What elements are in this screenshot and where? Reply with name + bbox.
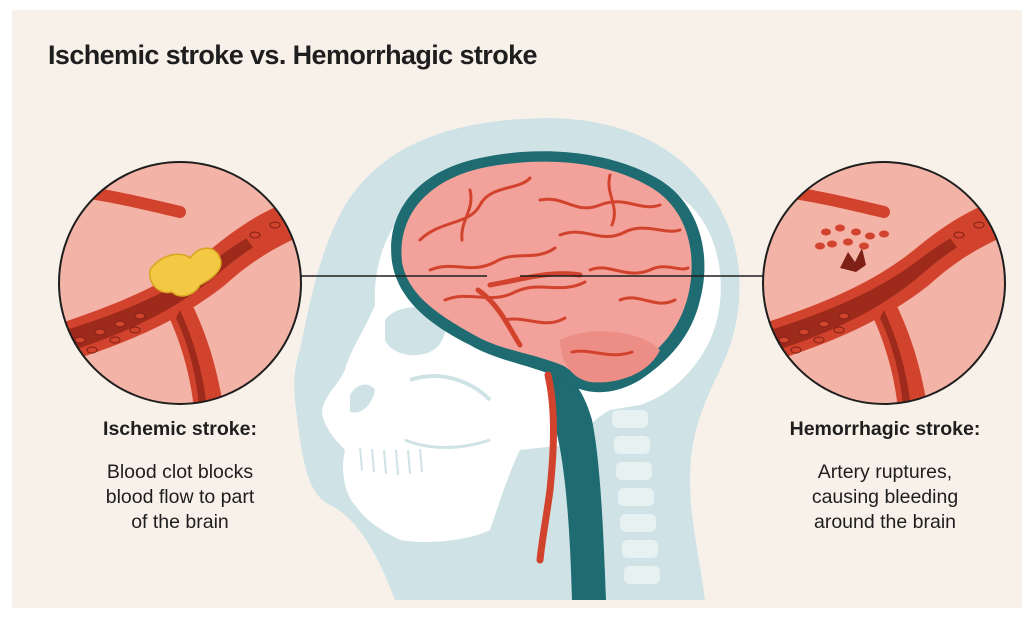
ischemic-description-line: blood flow to part	[60, 485, 300, 510]
ischemic-description-line: Blood clot blocks	[60, 460, 300, 485]
ischemic-magnified-view	[40, 162, 330, 420]
ischemic-heading: Ischemic stroke:	[60, 418, 300, 441]
ischemic-description: Blood clot blocks blood flow to part of …	[60, 460, 300, 535]
hemorrhagic-description-line: around the brain	[760, 510, 1010, 535]
infographic-title: Ischemic stroke vs. Hemorrhagic stroke	[48, 40, 537, 71]
ischemic-description-line: of the brain	[60, 510, 300, 535]
hemorrhagic-description-line: causing bleeding	[760, 485, 1010, 510]
hemorrhagic-description: Artery ruptures, causing bleeding around…	[760, 460, 1010, 535]
hemorrhagic-heading: Hemorrhagic stroke:	[760, 418, 1010, 441]
hemorrhagic-description-line: Artery ruptures,	[760, 460, 1010, 485]
hemorrhagic-magnified-view	[744, 162, 1034, 420]
